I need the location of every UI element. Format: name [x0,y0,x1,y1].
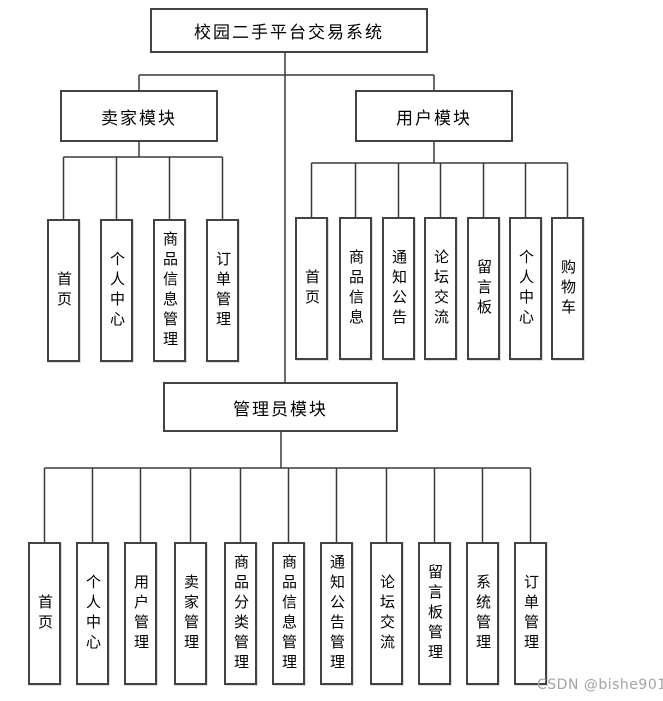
node-seller-product-info-mgmt: 商品信息管理 [153,219,186,362]
node-root-system: 校园二手平台交易系统 [150,8,428,53]
node-admin-product-category-mgmt: 商品分类管理 [224,542,257,685]
node-user-message-board: 留言板 [467,217,500,360]
node-seller-module: 卖家模块 [60,90,218,142]
node-admin-home: 首页 [28,542,61,685]
connector-admin-branches [43,432,532,542]
node-user-product-info: 商品信息 [339,217,372,360]
connector-user-branches [310,142,569,217]
node-admin-personal-center: 个人中心 [76,542,109,685]
node-user-personal-center: 个人中心 [509,217,542,360]
connector-seller-branches [62,142,224,219]
node-admin-system-mgmt: 系统管理 [466,542,499,685]
node-admin-order-mgmt: 订单管理 [514,542,547,685]
connector-root-branches [138,74,435,90]
node-user-home: 首页 [295,217,328,360]
node-user-forum: 论坛交流 [424,217,457,360]
node-seller-home: 首页 [47,219,80,362]
node-admin-user-mgmt: 用户管理 [124,542,157,685]
node-admin-notice-mgmt: 通知公告管理 [320,542,353,685]
node-admin-product-info-mgmt: 商品信息管理 [272,542,305,685]
node-seller-order-mgmt: 订单管理 [206,219,239,362]
node-admin-seller-mgmt: 卖家管理 [174,542,207,685]
csdn-watermark: CSDN @bishe901 [537,677,663,693]
node-user-module: 用户模块 [355,90,513,142]
node-seller-personal-center: 个人中心 [100,219,133,362]
node-user-notice: 通知公告 [382,217,415,360]
node-user-shopping-cart: 购物车 [551,217,584,360]
node-admin-forum: 论坛交流 [370,542,403,685]
node-admin-message-board-mgmt: 留言板管理 [418,542,451,685]
node-admin-module: 管理员模块 [163,382,398,432]
